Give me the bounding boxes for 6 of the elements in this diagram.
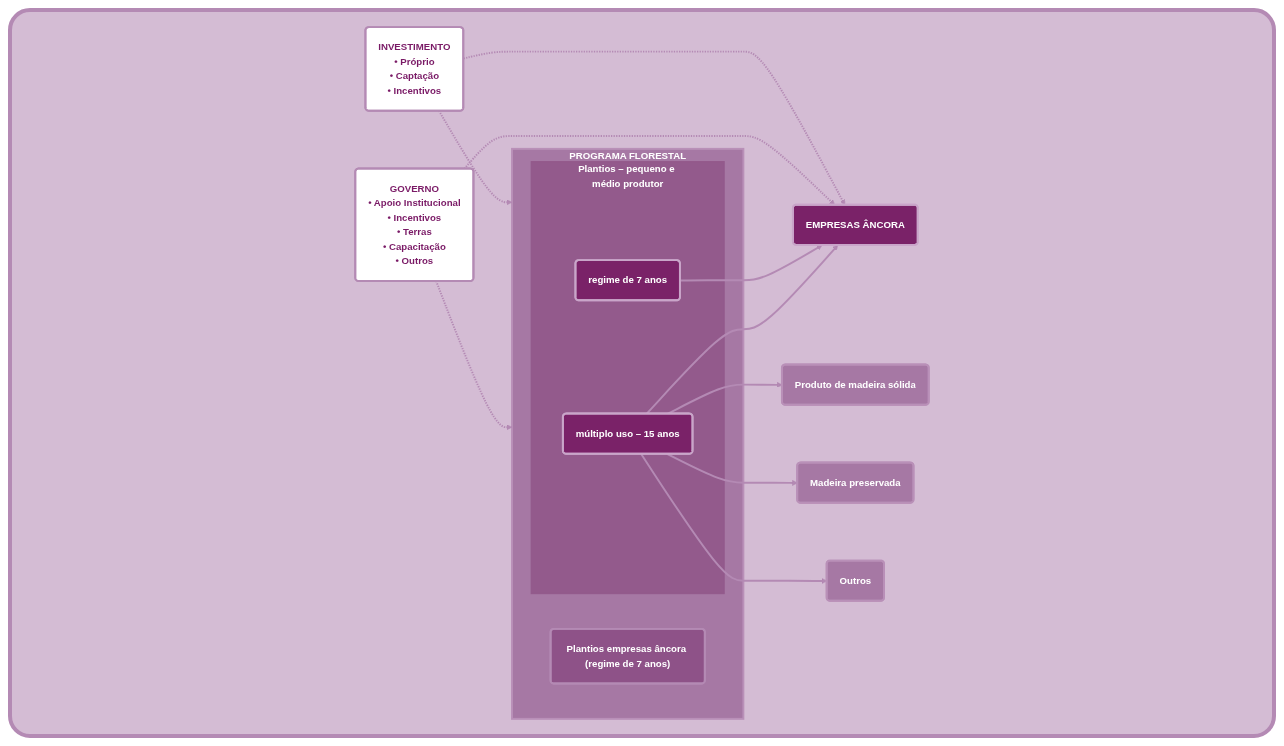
arrow [679, 244, 823, 282]
arrow [645, 244, 839, 415]
arrow [462, 50, 846, 206]
arrow [666, 453, 798, 486]
arrow [435, 280, 513, 431]
arrow [463, 135, 835, 206]
